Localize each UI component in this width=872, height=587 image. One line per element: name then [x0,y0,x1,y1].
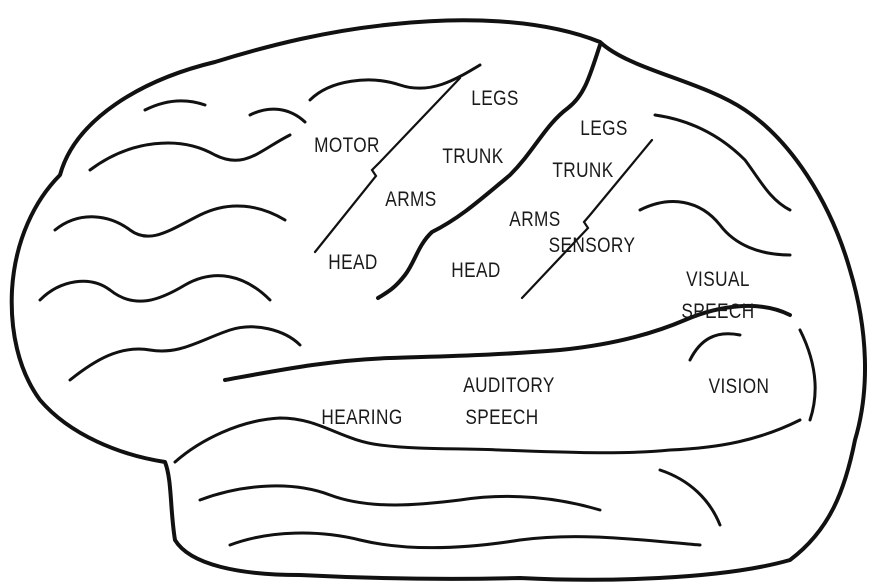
label-motor-legs: LEGS [471,88,519,111]
temporal-fold-2 [230,533,700,548]
temporal-fold-3 [660,470,720,525]
temporal-fold-1 [200,486,600,510]
frontal-fold-2 [55,206,285,236]
label-motor-trunk: TRUNK [442,146,503,169]
label-sensory: SENSORY [549,235,636,258]
label-visual-speech-2: SPEECH [681,301,754,324]
label-sensory-trunk: TRUNK [552,160,613,183]
frontal-fold-3 [40,276,270,302]
label-motor-head: HEAD [328,252,377,275]
label-vision: VISION [709,376,770,399]
frontal-fold-7 [145,101,205,110]
parietal-fold-2 [640,202,790,255]
label-sensory-head: HEAD [451,260,500,283]
label-motor-arms: ARMS [385,189,436,212]
frontal-fold-1 [90,135,290,170]
label-sensory-arms: ARMS [509,209,560,232]
motor-bracket [315,78,460,252]
label-auditory-speech-2: SPEECH [465,407,538,430]
label-motor: MOTOR [314,135,380,158]
label-visual-speech-1: VISUAL [686,269,750,292]
label-auditory-speech-1: AUDITORY [463,375,555,398]
label-sensory-legs: LEGS [580,118,628,141]
occipital-fold-1 [800,330,815,420]
label-hearing: HEARING [321,407,402,430]
frontal-fold-6 [250,109,305,122]
occipital-fold-2 [690,334,740,360]
